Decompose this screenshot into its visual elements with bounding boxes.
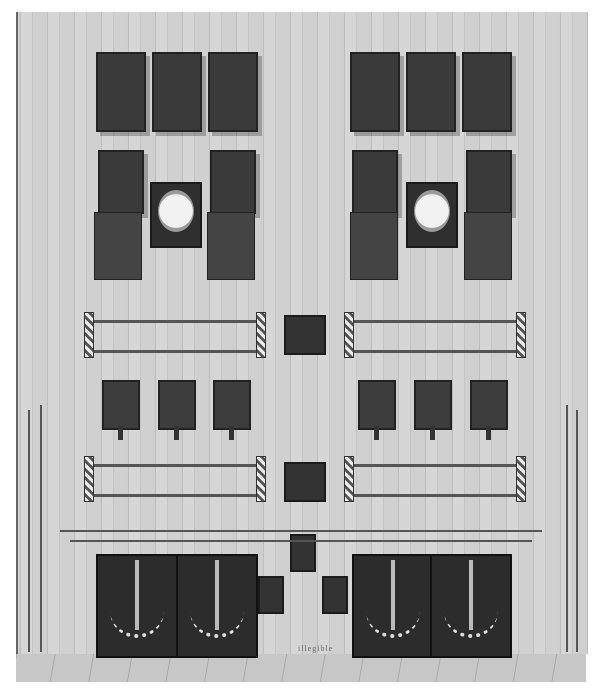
- side-switch: [258, 576, 284, 614]
- rheostat: [352, 554, 434, 658]
- bus-bar: [90, 494, 260, 497]
- fuse-panel: [207, 212, 255, 280]
- wire: [28, 410, 30, 652]
- insulator-post: [516, 312, 526, 358]
- rheostat: [96, 554, 178, 658]
- contact-arc-icon: [110, 610, 164, 638]
- wire: [40, 405, 42, 652]
- fuse-panel: [94, 212, 142, 280]
- contact-arc-icon: [444, 610, 498, 638]
- rheostat: [430, 554, 512, 658]
- knife-switch: [158, 380, 196, 440]
- contact-arc-icon: [366, 610, 420, 638]
- top-box: [152, 52, 202, 132]
- bus-bar: [90, 350, 260, 353]
- wooden-floor: [16, 654, 586, 682]
- wire: [566, 405, 568, 652]
- top-box: [96, 52, 146, 132]
- insulator-post: [344, 456, 354, 502]
- insulator-post: [84, 312, 94, 358]
- top-box: [462, 52, 512, 132]
- top-box: [208, 52, 258, 132]
- knife-switch: [470, 380, 508, 440]
- top-box: [350, 52, 400, 132]
- top-box: [406, 52, 456, 132]
- dial-meter: [406, 182, 458, 248]
- bus-bar: [350, 350, 520, 353]
- bus-bar: [350, 320, 520, 323]
- wire: [576, 410, 578, 652]
- bus-bar: [90, 320, 260, 323]
- dial-meter: [150, 182, 202, 248]
- side-switch: [322, 576, 348, 614]
- mid-box: [210, 150, 256, 214]
- knife-switch: [414, 380, 452, 440]
- bus-bar: [350, 494, 520, 497]
- rheostat-arm-icon: [215, 560, 219, 630]
- bus-bar: [90, 464, 260, 467]
- engraver-signature: illegible: [298, 644, 334, 653]
- rheostat-arm-icon: [469, 560, 473, 630]
- fuse-panel: [350, 212, 398, 280]
- fuse-panel: [464, 212, 512, 280]
- insulator-post: [84, 456, 94, 502]
- mid-box: [466, 150, 512, 214]
- bus-bar: [350, 464, 520, 467]
- rheostat-arm-icon: [135, 560, 139, 630]
- wire: [60, 530, 542, 532]
- mid-box: [352, 150, 398, 214]
- mid-box: [98, 150, 144, 214]
- center-switch: [284, 315, 326, 355]
- contact-arc-icon: [190, 610, 244, 638]
- knife-switch: [102, 380, 140, 440]
- insulator-post: [344, 312, 354, 358]
- insulator-post: [256, 456, 266, 502]
- center-switch: [284, 462, 326, 502]
- insulator-post: [256, 312, 266, 358]
- rheostat: [176, 554, 258, 658]
- dial-face-icon: [414, 190, 450, 232]
- knife-switch: [213, 380, 251, 440]
- knife-switch: [358, 380, 396, 440]
- insulator-post: [516, 456, 526, 502]
- wire: [70, 540, 532, 542]
- dial-face-icon: [158, 190, 194, 232]
- rheostat-arm-icon: [391, 560, 395, 630]
